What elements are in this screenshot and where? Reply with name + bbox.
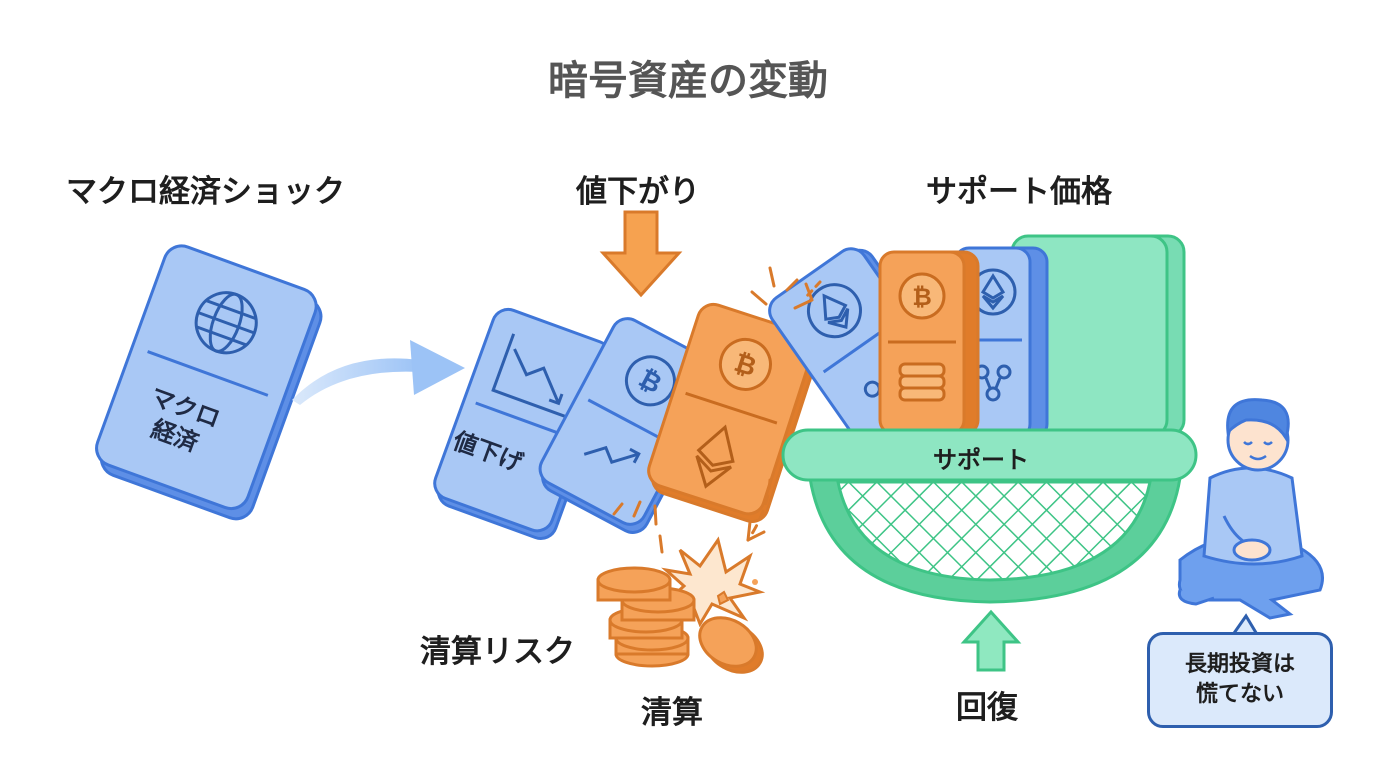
recovery-arrow (960, 609, 1022, 672)
support-tile-green (1010, 234, 1186, 438)
speech-bubble-line2: 慌てない (1195, 682, 1284, 707)
chart-down-icon (491, 333, 566, 418)
bitcoin-tile-support: ₿ (878, 250, 980, 436)
page-title: 暗号資産の変動 (548, 58, 828, 104)
bitcoin-icon: ₿ (898, 272, 946, 320)
section-support-price: サポート価格 (926, 174, 1112, 210)
shock-flow-arrow (292, 340, 465, 405)
ethereum-icon (806, 283, 862, 339)
trend-up-icon (583, 445, 641, 465)
ethereum-icon (969, 268, 1017, 316)
section-price-drop: 値下がり (576, 174, 700, 210)
crash-burst (658, 536, 766, 628)
coin-rolling (698, 616, 764, 674)
investor-figure (1177, 398, 1324, 620)
bitcoin-tile-orange: ₿ (647, 302, 819, 523)
speech-bubble-line1: 長期投資は (1184, 652, 1295, 677)
liquidation-label: 清算 (641, 695, 703, 731)
svg-text:₿: ₿ (912, 283, 932, 311)
impact-dashes (612, 266, 822, 554)
macro-economy-tile (95, 244, 323, 521)
recovery-label: 回復 (956, 690, 1018, 726)
bitcoin-icon: ₿ (718, 337, 772, 391)
speech-bubble: 長期投資は 慌てない (1147, 632, 1333, 728)
bitcoin-tile-blue: ₿ (538, 317, 722, 534)
price-drop-arrow (599, 210, 683, 298)
section-macro-shock: マクロ経済ショック (66, 174, 345, 210)
coin-stack (596, 566, 696, 668)
support-net (781, 428, 1198, 604)
support-net-label: サポート (933, 446, 1029, 474)
ethereum-icon (695, 424, 735, 489)
liquidation-risk-label: 清算リスク (420, 634, 575, 670)
coin-stack-icon (898, 362, 946, 402)
globe-icon (194, 291, 258, 355)
